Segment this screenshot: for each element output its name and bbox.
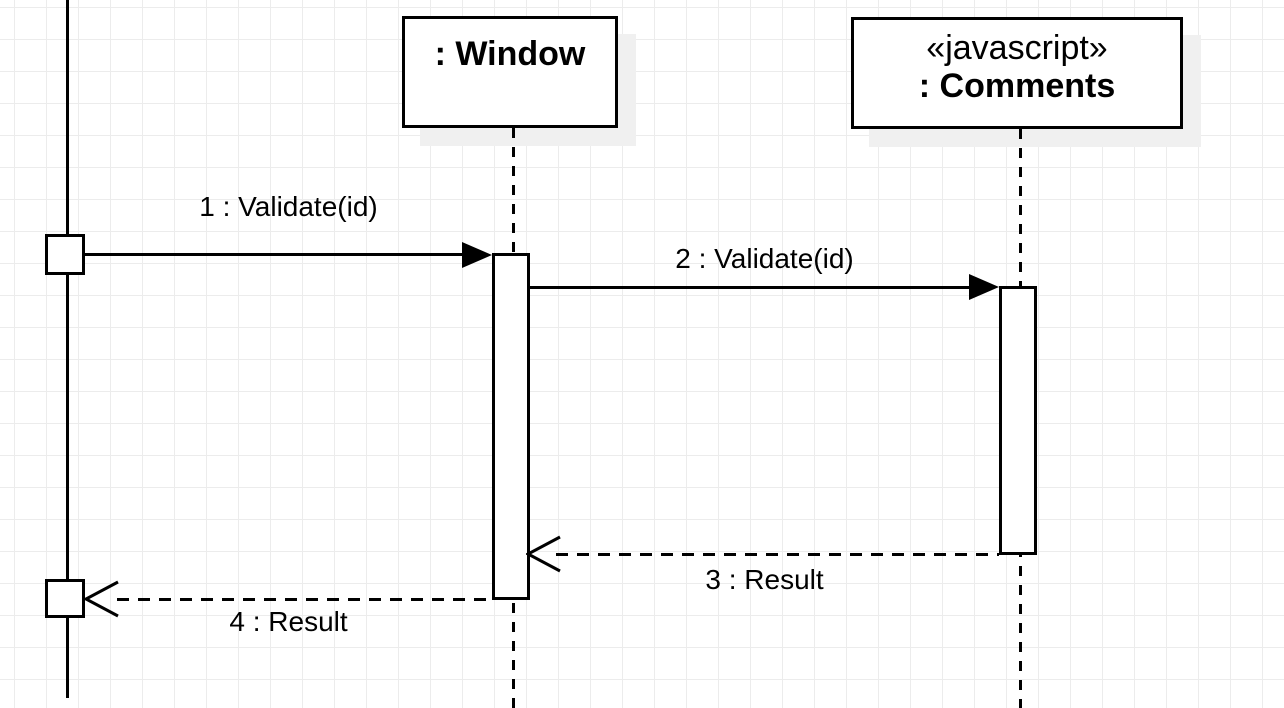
message-1-label[interactable]: 1 : Validate(id)	[199, 191, 378, 222]
message-1-filled-arrowhead-icon	[462, 242, 492, 268]
message-3-label[interactable]: 3 : Result	[705, 564, 824, 595]
message-4-open-arrowhead-icon	[84, 580, 119, 618]
participant-window-label: : Window	[434, 35, 586, 73]
participant-comments-label: : Comments	[918, 67, 1116, 105]
message-3-line[interactable]	[556, 553, 999, 556]
message-4-label[interactable]: 4 : Result	[229, 606, 348, 637]
message-2-filled-arrowhead-icon	[969, 274, 999, 300]
participant-comments-stereotype: «javascript»	[926, 29, 1108, 67]
caller-lifeline[interactable]	[66, 0, 69, 698]
participant-comments-box[interactable]: «javascript» : Comments	[851, 17, 1183, 129]
message-3-open-arrowhead-icon	[526, 535, 561, 573]
message-2-label[interactable]: 2 : Validate(id)	[675, 243, 854, 274]
comments-activation-bar[interactable]	[999, 286, 1037, 555]
message-4-line[interactable]	[117, 598, 492, 601]
caller-execution-square-bottom[interactable]	[45, 579, 85, 618]
message-1-line[interactable]	[85, 253, 465, 256]
window-activation-bar[interactable]	[492, 253, 530, 600]
participant-window-box[interactable]: : Window	[402, 16, 618, 128]
message-2-line[interactable]	[530, 286, 972, 289]
caller-execution-square-top[interactable]	[45, 234, 85, 275]
